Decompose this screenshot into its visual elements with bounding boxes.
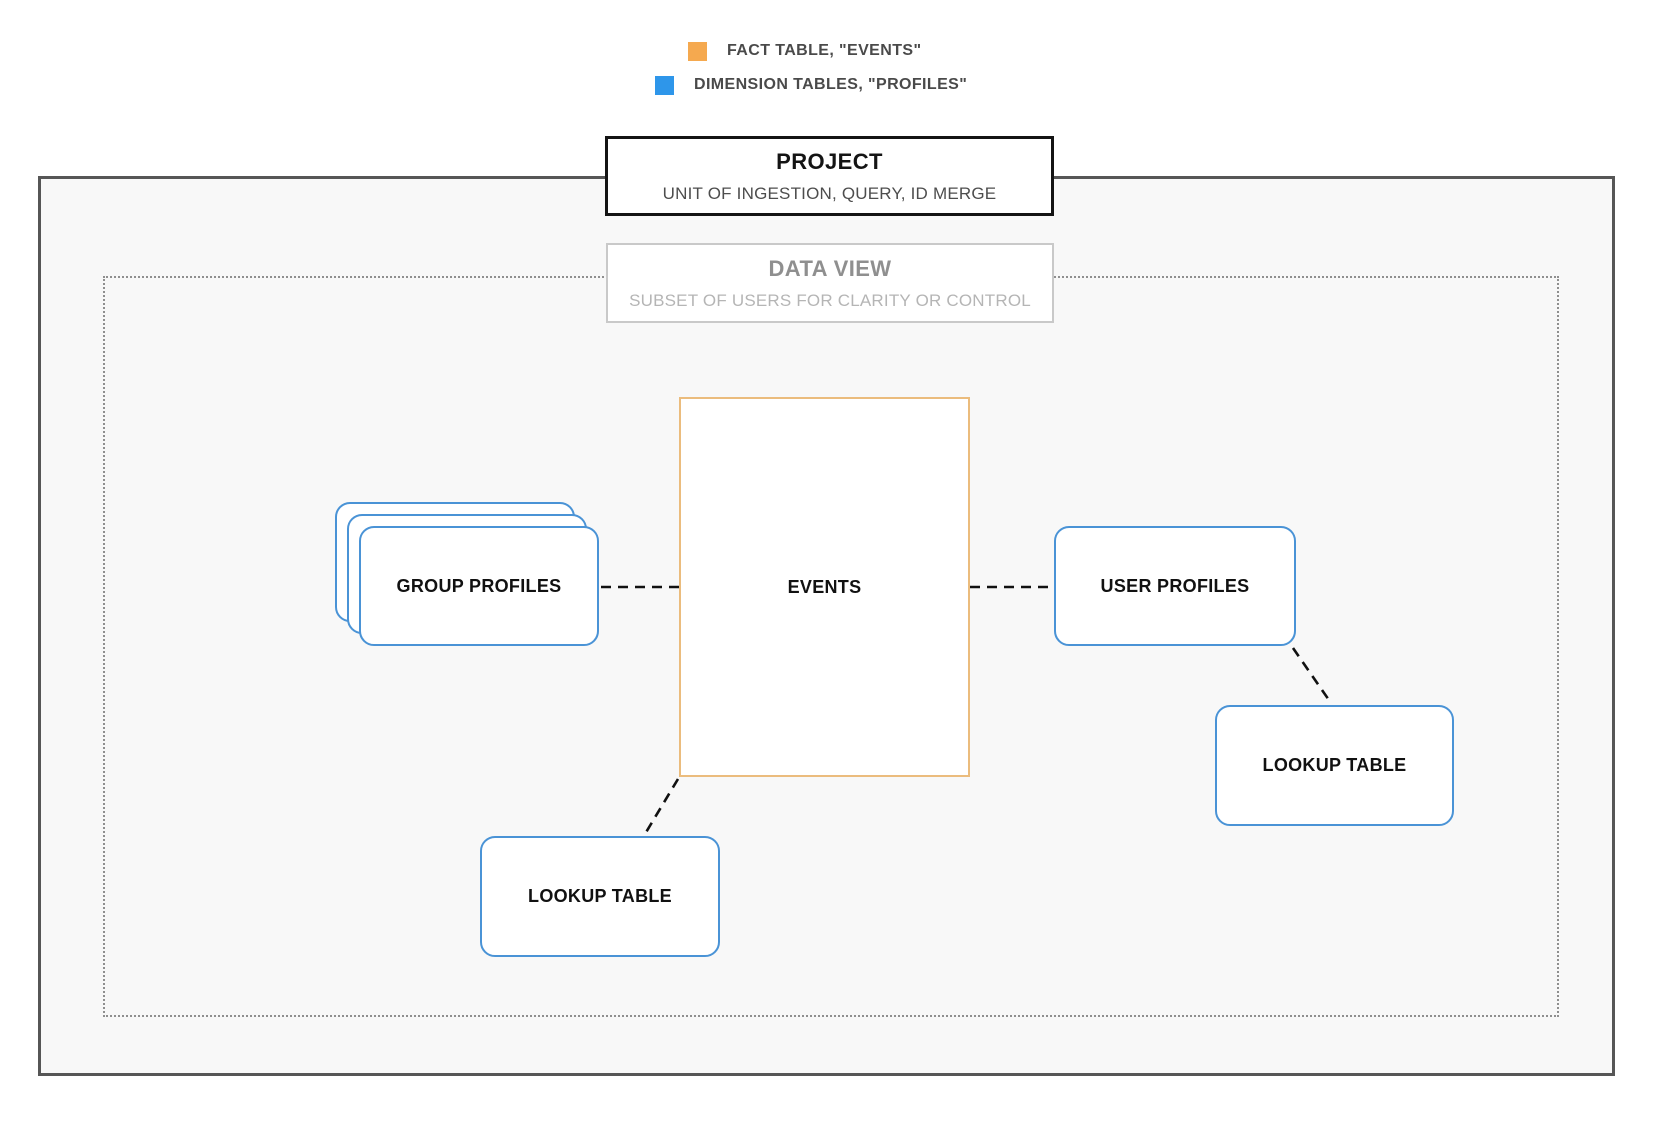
project-subtitle: UNIT OF INGESTION, QUERY, ID MERGE (662, 183, 997, 203)
legend-item-dimension-tables: DIMENSION TABLES, "PROFILES" (655, 75, 967, 95)
node-user-profiles: USER PROFILES (1054, 526, 1296, 646)
legend-label-dimension-tables: DIMENSION TABLES, "PROFILES" (694, 76, 968, 93)
node-events: EVENTS (679, 397, 970, 777)
node-lookup-table-bottom: LOOKUP TABLE (480, 836, 720, 957)
node-lookup-table-right-label: LOOKUP TABLE (1262, 755, 1407, 775)
legend-label-fact-table: FACT TABLE, "EVENTS" (727, 42, 922, 59)
legend-item-fact-table: FACT TABLE, "EVENTS" (688, 41, 921, 61)
data-view-title: DATA VIEW (768, 255, 892, 281)
data-view-label-box: DATA VIEW SUBSET OF USERS FOR CLARITY OR… (606, 243, 1054, 323)
data-view-subtitle: SUBSET OF USERS FOR CLARITY OR CONTROL (629, 290, 1031, 310)
node-lookup-table-right: LOOKUP TABLE (1215, 705, 1454, 826)
node-group-profiles-label: GROUP PROFILES (396, 575, 562, 596)
project-title: PROJECT (776, 148, 883, 174)
node-group-profiles: GROUP PROFILES (359, 526, 599, 646)
node-user-profiles-label: USER PROFILES (1100, 575, 1250, 596)
node-lookup-table-bottom-label: LOOKUP TABLE (528, 886, 672, 906)
project-label-box: PROJECT UNIT OF INGESTION, QUERY, ID MER… (605, 136, 1054, 216)
fact-table-swatch-icon (688, 41, 707, 61)
dimension-table-swatch-icon (655, 75, 674, 95)
node-events-label: EVENTS (787, 576, 862, 597)
